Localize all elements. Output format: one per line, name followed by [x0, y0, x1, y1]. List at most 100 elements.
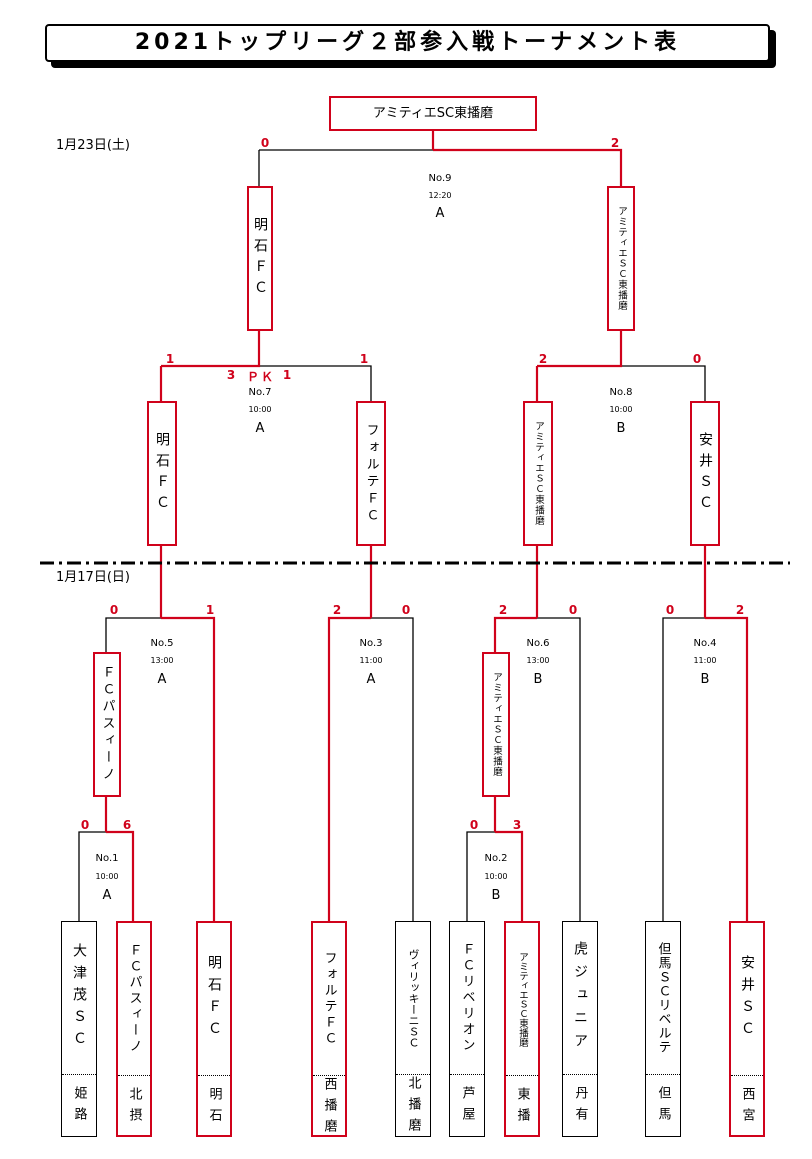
m7-pk-score-2: 1 — [282, 368, 294, 382]
title-banner: 2021トップリーグ２部参入戦トーナメント表 — [45, 24, 776, 68]
m9-court: A — [435, 206, 445, 221]
line-m4-right — [703, 546, 749, 921]
m7-score-2: 1 — [359, 352, 369, 366]
qf-box-1: 明石ＦＣ — [147, 401, 177, 546]
team-area: 芦屋 — [450, 1074, 484, 1139]
m8-time: 10:00 — [609, 405, 633, 414]
m1-score-1: 0 — [80, 818, 90, 832]
m5-winner-box: ＦＣパスィーノ — [93, 652, 121, 797]
m9-score-1: 0 — [260, 136, 270, 150]
team-area: 西宮 — [731, 1075, 763, 1140]
m5-score-1: 0 — [109, 603, 119, 617]
team-area: 但馬 — [646, 1074, 680, 1139]
m8-score-1: 2 — [538, 352, 548, 366]
team-box-8: 虎ジュニア 丹有 — [562, 921, 598, 1137]
date-lower: 1月17日(日) — [56, 570, 130, 585]
line-m8-right — [621, 365, 706, 401]
team-name: フォルテＦＣ — [321, 951, 337, 1047]
team-box-6: ＦＣリベリオン 芦屋 — [449, 921, 485, 1137]
date-upper: 1月23日(土) — [56, 138, 130, 153]
team-area: 東播 — [506, 1075, 538, 1140]
m8-court: B — [616, 421, 626, 436]
m7-pk-score-1: 3 — [226, 368, 238, 382]
team-name: 但馬ＳＣリベルテ — [655, 942, 671, 1054]
m7-number: No.7 — [248, 387, 272, 398]
line-m6-right — [537, 617, 581, 921]
m7-time: 10:00 — [248, 405, 272, 414]
m2-score-1: 0 — [469, 818, 479, 832]
team-box-4: フォルテＦＣ 西播磨 — [311, 921, 347, 1140]
team-name: 安井ＳＣ — [739, 955, 755, 1043]
m7-court: A — [255, 421, 265, 436]
m5-court: A — [157, 672, 167, 687]
m9-number: No.9 — [428, 173, 452, 184]
line-m7-right — [259, 365, 372, 401]
m5-time: 13:00 — [150, 656, 174, 665]
m6-winner-box: アミティエＳＣ東播磨 — [482, 652, 510, 797]
line-m5-left — [105, 617, 161, 652]
m2-time: 10:00 — [484, 872, 508, 881]
line-m6-left — [493, 546, 539, 652]
team-area: 明石 — [198, 1075, 230, 1140]
semi-left-box: 明石ＦＣ — [247, 186, 273, 331]
line-m1-left — [78, 831, 106, 921]
m4-score-2: 2 — [735, 603, 745, 617]
team-name: 虎ジュニア — [572, 940, 588, 1056]
m2-court: B — [491, 888, 501, 903]
team-name: ヴィリッキーニＳＣ — [407, 948, 420, 1048]
m3-time: 11:00 — [359, 656, 383, 665]
champion-box: アミティエSC東播磨 — [329, 96, 537, 131]
m2-number: No.2 — [484, 853, 508, 864]
team-box-9: 但馬ＳＣリベルテ 但馬 — [645, 921, 681, 1137]
line-final-right — [433, 148, 623, 186]
m3-score-2: 0 — [401, 603, 411, 617]
qf-box-3: アミティエＳＣ東播磨 — [523, 401, 553, 546]
team-area: 西播磨 — [313, 1075, 345, 1140]
m5-score-2: 1 — [205, 603, 215, 617]
qf-box-4: 安井ＳＣ — [690, 401, 720, 546]
m6-time: 13:00 — [526, 656, 550, 665]
m8-number: No.8 — [609, 387, 633, 398]
m8-score-2: 0 — [692, 352, 702, 366]
team-name: アミティエＳＣ東播磨 — [517, 951, 528, 1047]
team-box-1: 大津茂ＳＣ 姫路 — [61, 921, 97, 1137]
m1-court: A — [102, 888, 112, 903]
m9-time: 12:20 — [428, 191, 452, 200]
line-m3-right — [371, 617, 414, 921]
team-box-5: ヴィリッキーニＳＣ 北播磨 — [395, 921, 431, 1139]
line-m8-left — [535, 331, 623, 401]
line-m2-right — [493, 797, 524, 921]
m1-time: 10:00 — [95, 872, 119, 881]
team-box-3: 明石ＦＣ 明石 — [196, 921, 232, 1137]
team-box-10: 安井ＳＣ 西宮 — [729, 921, 765, 1137]
m4-number: No.4 — [693, 638, 717, 649]
team-box-7: アミティエＳＣ東播磨 東播 — [504, 921, 540, 1137]
team-name: ＦＣリベリオン — [459, 942, 475, 1054]
semi-right-box: アミティエＳＣ東播磨 — [607, 186, 635, 331]
m4-score-1: 0 — [665, 603, 675, 617]
line-m3-left — [327, 546, 373, 921]
line-m5-right — [161, 616, 216, 921]
line-final-left — [258, 149, 433, 186]
m3-score-1: 2 — [332, 603, 342, 617]
m3-number: No.3 — [359, 638, 383, 649]
team-area: 丹有 — [563, 1074, 597, 1139]
line-m2-left — [466, 831, 495, 921]
m4-time: 11:00 — [693, 656, 717, 665]
m7-score-1: 1 — [165, 352, 175, 366]
m2-score-2: 3 — [512, 818, 522, 832]
team-area: 姫路 — [62, 1074, 96, 1139]
line-m1-right — [104, 797, 135, 921]
team-box-2: ＦＣパスィーノ 北摂 — [116, 921, 152, 1137]
m6-score-2: 0 — [568, 603, 578, 617]
qf-box-2: フォルテＦＣ — [356, 401, 386, 546]
team-area: 北摂 — [118, 1075, 150, 1140]
m1-number: No.1 — [95, 853, 119, 864]
m6-court: B — [533, 672, 543, 687]
m9-score-2: 2 — [610, 136, 620, 150]
m5-number: No.5 — [150, 638, 174, 649]
m1-score-2: 6 — [122, 818, 132, 832]
team-area: 北播磨 — [396, 1074, 430, 1139]
team-name: 大津茂ＳＣ — [71, 943, 87, 1053]
m3-court: A — [366, 672, 376, 687]
